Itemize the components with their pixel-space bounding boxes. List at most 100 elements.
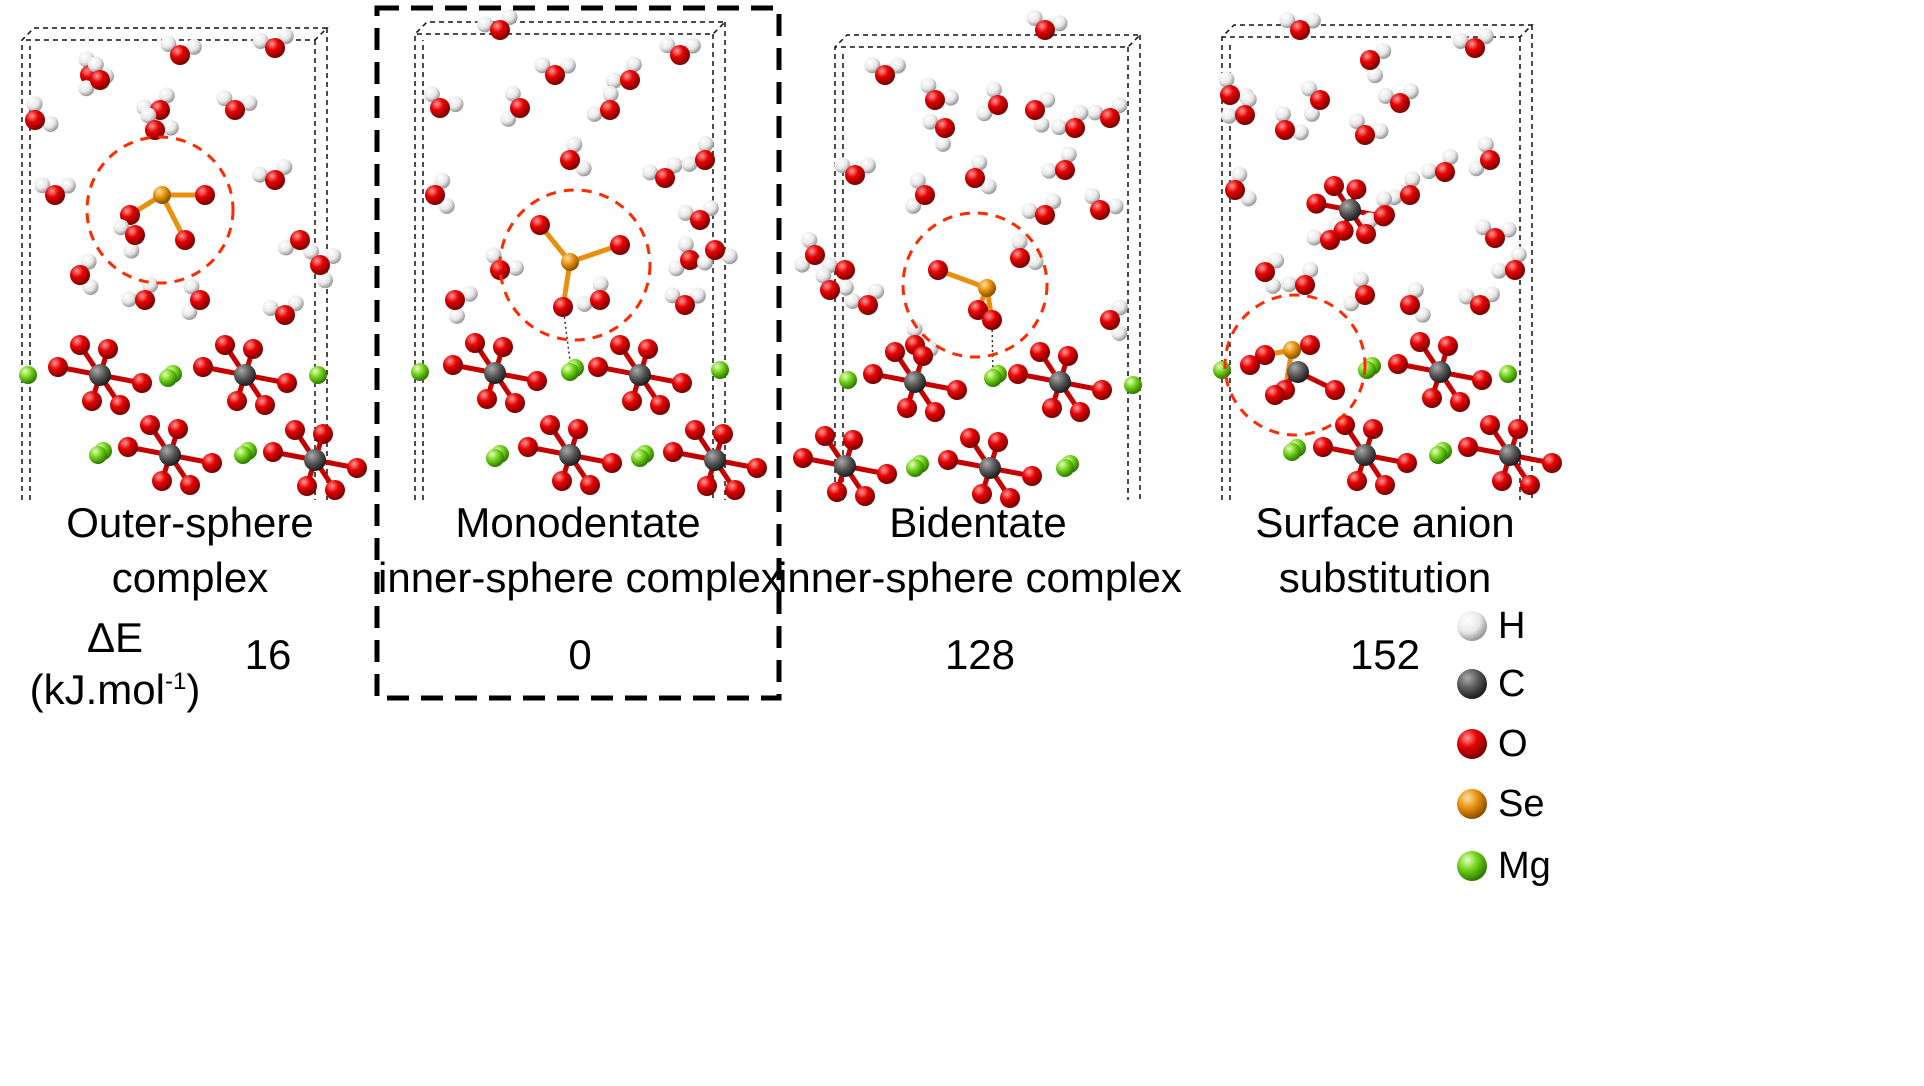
hydrogen-atom [438,197,455,214]
hydrogen-atom [794,256,811,273]
carbon-atom [904,371,926,393]
magnesium-atom [159,369,177,387]
hydrogen-atom [1045,193,1062,210]
oxygen-atom [255,395,275,415]
oxygen-atom [947,380,967,400]
oxygen-atom [263,442,283,462]
carbon-atom [1429,361,1451,383]
hydrogen-atom [181,303,198,320]
oxygen-atom [1355,125,1375,145]
oxygen-atom [1235,105,1255,125]
hydrogen-atom [160,35,177,52]
hydrogen-atom [985,81,1002,98]
hydrogen-atom [1111,299,1128,316]
hydrogen-atom [1475,219,1492,236]
magnesium-atom [1056,459,1074,477]
hydrogen-atom [1510,246,1527,263]
oxygen-atom [540,415,560,435]
oxygen-atom [313,424,333,444]
oxygen-atom [553,297,573,317]
oxygen-atom [1022,466,1042,486]
hydrogen-atom [1041,162,1058,179]
hydrogen-atom [325,247,342,264]
energy-value-outer-sphere: 16 [244,631,292,678]
hydrogen-atom [689,287,706,304]
oxygen-atom [560,150,580,170]
oxygen-atom [25,110,45,130]
oxygen-atom [793,448,813,468]
carbon-atom [159,444,181,466]
oxygen-atom [935,118,955,138]
panel-label-outer-sphere: Outer-sphere complex [40,495,340,605]
oxygen-atom [1438,336,1458,356]
oxygen-atom [685,420,705,440]
hydrogen-atom [42,115,59,132]
oxygen-atom [90,70,110,90]
hydrogen-atom [59,177,76,194]
oxygen-atom [1360,50,1380,70]
oxygen-atom [1400,185,1420,205]
oxygen-atom [195,185,215,205]
oxygen-atom [675,295,695,315]
hydrogen-atom [287,295,304,312]
hydrogen-atom [140,107,157,124]
hydrogen-atom [277,239,294,256]
oxygen-atom [1363,419,1383,439]
oxygen-atom [430,98,450,118]
oxygen-atom [713,424,733,444]
oxygen-atom [988,95,1008,115]
highlight-circles [85,135,1367,437]
oxygen-atom [638,339,658,359]
hydrogen-atom [942,89,959,106]
hydrogen-atom [1274,106,1291,123]
oxygen-atom [972,484,992,504]
hydrogen-atom [1458,288,1475,305]
hydrogen-atom [162,119,179,136]
hydrogen-atom [1021,202,1038,219]
hydrogen-atom [252,32,269,49]
atoms-layer [19,9,1562,508]
oxygen-atom [1090,200,1110,220]
hydrogen-atom [934,135,951,152]
oxygen-atom [1520,475,1540,495]
oxygen-atom [1542,453,1562,473]
hydrogen-atom [123,242,140,259]
oxygen-atom [132,373,152,393]
legend-ball-h [1457,611,1487,641]
oxygen-atom [725,480,745,500]
energy-value-surface-substitution: 152 [1349,631,1421,678]
oxygen-atom [835,260,855,280]
unit-cells [21,21,1534,500]
label-line-2: inner-sphere complex [378,554,782,601]
hydrogen-atom [1407,282,1424,299]
magnesium-atom [411,363,429,381]
oxygen-atom [118,437,138,457]
oxygen-atom [545,65,565,85]
oxygen-atom [1275,120,1295,140]
hydrogen-atom [625,56,642,73]
magnesium-atom [1213,361,1231,379]
magnesium-atom [711,361,729,379]
hydrogen-atom [1033,116,1050,133]
hydrogen-atom [681,155,698,172]
hydrogen-atom [909,172,926,189]
hydrogen-atom [1452,32,1469,49]
hydrogen-atom [82,279,99,296]
magnesium-atom [1429,446,1447,464]
oxygen-atom [938,450,958,470]
magnesium-atom [89,446,107,464]
selenium-atom [153,186,171,204]
oxygen-atom [697,476,717,496]
hydrogen-atom [504,85,521,102]
oxygen-atom [1470,295,1490,315]
magnesium-atom [984,369,1002,387]
oxygen-atom [1397,453,1417,473]
oxygen-atom [1480,415,1500,435]
oxygen-atom [855,486,875,506]
hydrogen-atom [434,172,451,189]
oxygen-atom [277,373,297,393]
legend-label-Mg: Mg [1498,845,1551,887]
hydrogen-atom [906,321,923,338]
hydrogen-atom [1477,136,1494,153]
